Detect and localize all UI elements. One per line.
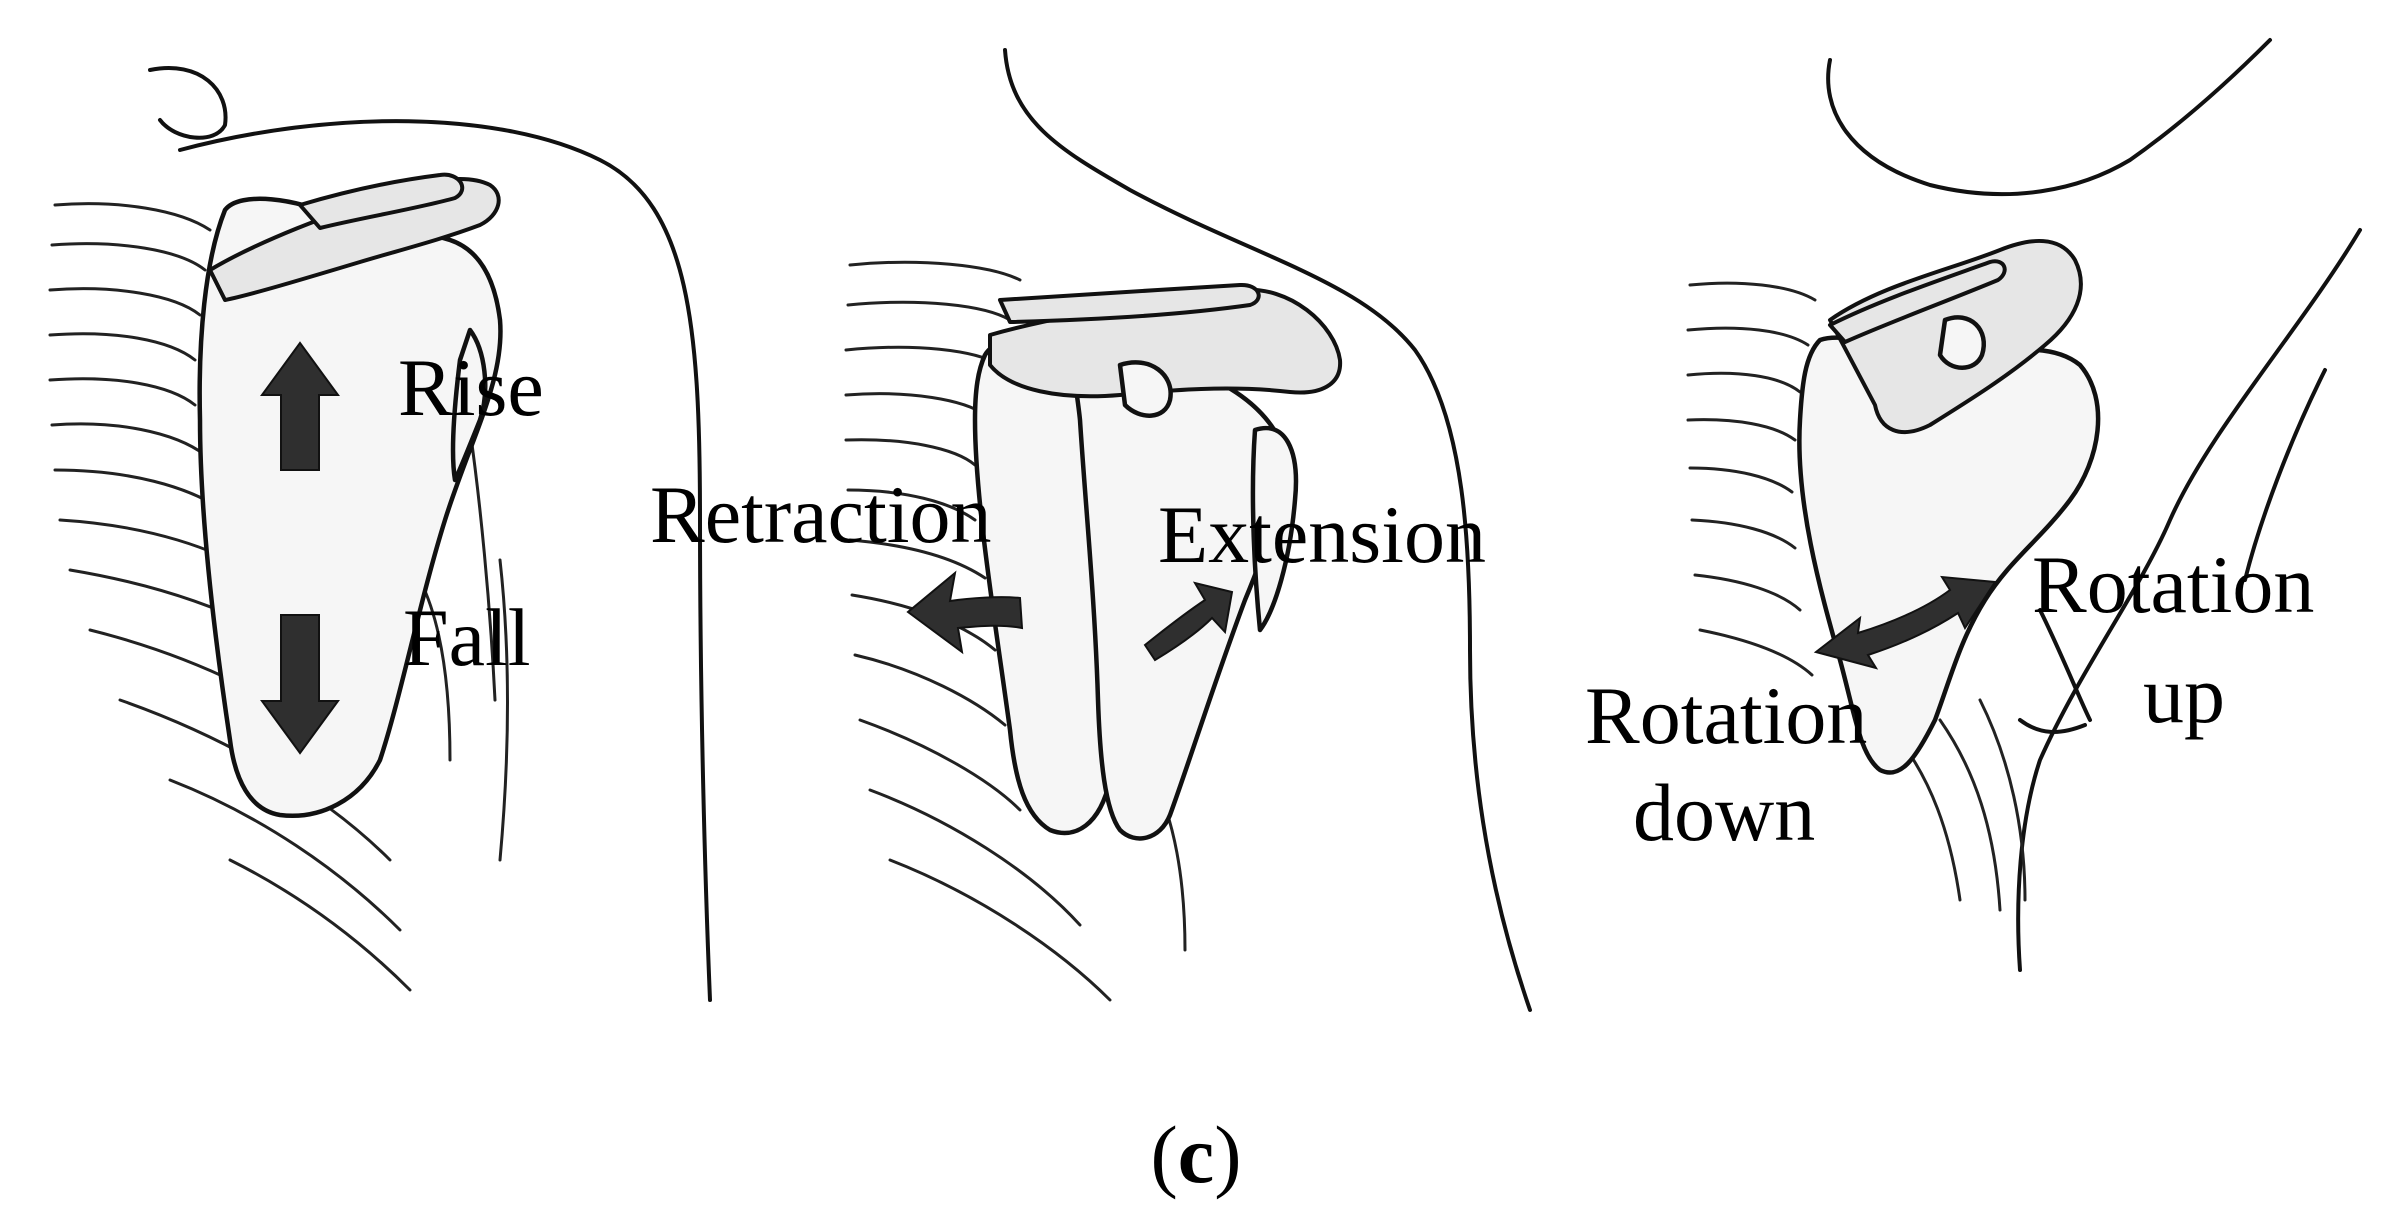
rotation-down-label-line1: Rotation [1585,670,1867,761]
extension-label: Extension [1158,489,1486,580]
panel-elevation-depression: Rise Fall [48,66,712,1002]
extension-arrow [1143,581,1234,662]
rise-label: Rise [398,342,544,433]
humeral-edge [2038,608,2092,722]
caption-close-paren: ) [1214,1109,1241,1200]
figure-caption: (c) [1150,1109,1241,1200]
rotation-down-label-line2: down [1633,767,1815,858]
shoulder-outline [178,119,712,1002]
panel-rotation: Rotation up Rotation down [1585,38,2362,972]
rise-arrow [260,341,340,471]
scapula-bone [1071,338,1285,841]
coracoid-process [450,327,488,483]
rib-cage [1686,281,2027,912]
clavicle-bone [1828,259,2007,344]
neck-outline [1826,38,2272,197]
humeral-edge [2018,718,2087,734]
rib-cage [844,260,1187,1002]
retraction-arrow [906,570,1024,655]
caption-open-paren: ( [1150,1109,1177,1200]
panel-retraction-extension: Retraction Extension [650,48,1532,1012]
clavicle-bone [998,282,1261,324]
clavicle-bone [298,172,465,230]
arm-outline-inner [2243,368,2327,582]
fall-arrow [260,614,340,755]
humeral-head [1250,425,1299,633]
neck-outline [148,66,228,140]
rotation-arrow [1813,575,1997,670]
fall-label: Fall [403,592,531,683]
rotation-up-label-line2: up [2143,649,2225,740]
coracoid-process [1937,315,1986,370]
rotation-up-label-line1: Rotation [2032,539,2314,630]
coracoid-process [1117,360,1173,418]
retraction-label: Retraction [650,469,992,560]
shoulder-outline [1003,48,1532,1012]
caption-letter: c [1178,1109,1214,1200]
